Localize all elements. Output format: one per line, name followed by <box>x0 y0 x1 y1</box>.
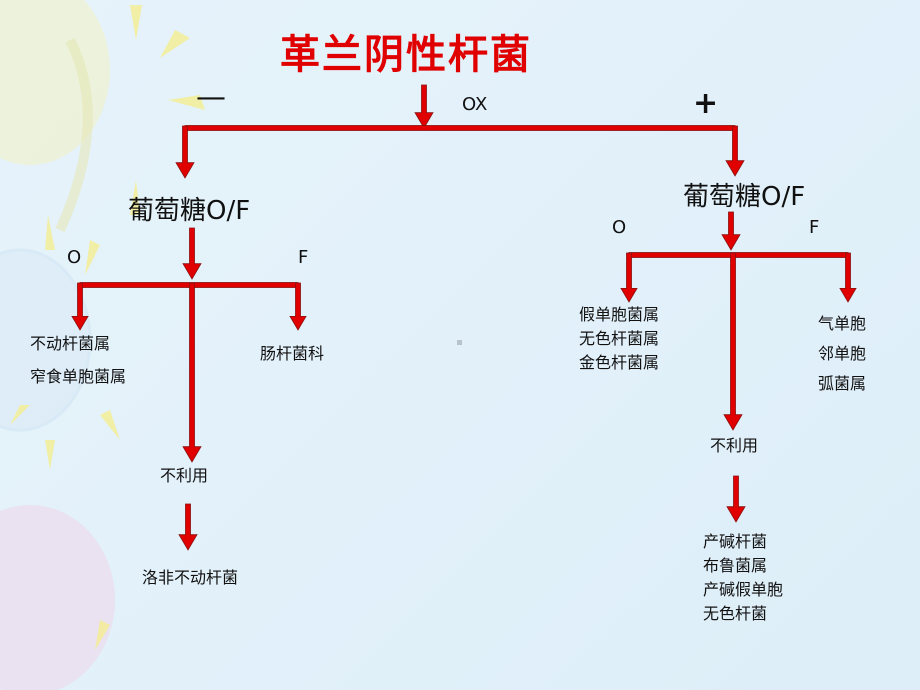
right-glucose-of-heading: 葡萄糖O/F <box>683 182 806 212</box>
list-item: 假单胞菌属 <box>579 305 660 324</box>
list-item: 布鲁菌属 <box>703 556 768 575</box>
list-item: 气单胞 <box>818 314 867 333</box>
list-item: 窄食单胞菌属 <box>30 367 127 386</box>
minus-sign: — <box>196 80 226 115</box>
left-glucose-of-heading: 葡萄糖O/F <box>128 196 251 226</box>
left-unused-label: 不利用 <box>160 466 209 485</box>
top-horizontal-bar <box>184 125 736 131</box>
page-title: 革兰阴性杆菌 <box>280 32 532 78</box>
list-item: 不动杆菌属 <box>30 334 111 353</box>
left-unused-arrow <box>182 282 202 463</box>
left-o-label: O <box>67 247 82 268</box>
right-horizontal-bar <box>628 252 849 258</box>
left-o-arrow <box>71 282 89 331</box>
right-unused-arrow <box>723 252 743 431</box>
list-item: 产碱假单胞 <box>703 580 784 599</box>
list-item: 弧菌属 <box>818 374 867 393</box>
arrow-to-right-branch <box>725 125 745 177</box>
plus-sign: + <box>693 86 719 121</box>
right-f-group: 气单胞 邻单胞 弧菌属 <box>818 312 866 396</box>
arrow-to-left-branch <box>175 125 195 179</box>
list-item: 产碱杆菌 <box>703 532 768 551</box>
right-o-label: O <box>612 217 627 238</box>
center-dot <box>457 340 462 345</box>
left-unused-result-arrow <box>178 503 198 551</box>
list-item: 无色杆菌属 <box>579 329 660 348</box>
right-f-arrow <box>839 252 857 303</box>
left-horizontal-bar <box>79 282 299 288</box>
list-item: 无色杆菌 <box>703 604 768 623</box>
left-f-label: F <box>298 247 309 268</box>
list-item: 金色杆菌属 <box>579 353 660 372</box>
left-f-group: 肠杆菌科 <box>260 344 325 363</box>
left-f-arrow <box>289 282 307 331</box>
ox-arrow <box>414 84 434 129</box>
decorative-sun-rays <box>10 5 205 650</box>
left-o-group: 不动杆菌属 窄食单胞菌属 <box>30 332 126 389</box>
right-f-label: F <box>809 217 820 238</box>
right-unused-result-arrow <box>726 475 746 523</box>
decorative-balloons <box>0 0 115 690</box>
right-o-arrow <box>620 252 638 303</box>
right-o-group: 假单胞菌属 无色杆菌属 金色杆菌属 <box>579 303 659 375</box>
ox-test-label: OX <box>462 94 488 115</box>
left-unused-result: 洛非不动杆菌 <box>142 568 239 587</box>
right-unused-result: 产碱杆菌 布鲁菌属 产碱假单胞 无色杆菌 <box>703 530 783 626</box>
list-item: 邻单胞 <box>818 344 867 363</box>
right-heading-arrow <box>721 211 741 251</box>
left-heading-arrow <box>182 227 202 280</box>
right-unused-label: 不利用 <box>710 436 759 455</box>
